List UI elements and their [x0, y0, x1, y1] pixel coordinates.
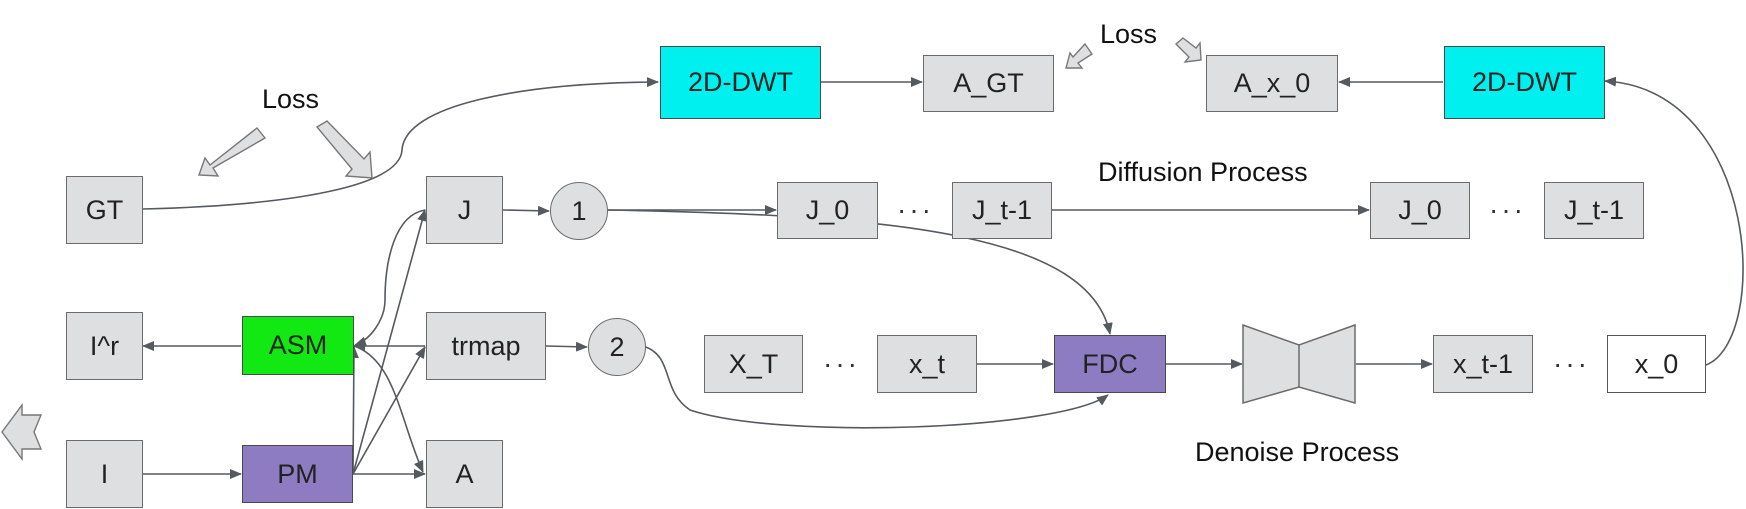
edge-trmap-to-c2 — [545, 341, 588, 352]
denoise-process-label: Denoise Process — [1195, 437, 1400, 467]
edge-c2-to-fdc — [642, 345, 1109, 429]
trmap-box: trmap — [426, 312, 546, 380]
jt1-box-2: J_t-1 — [1544, 182, 1644, 239]
ellipsis-2: ··· — [1489, 194, 1526, 225]
a-x0-box: A_x_0 — [1206, 55, 1338, 112]
dwt-right-box: 2D-DWT — [1444, 46, 1605, 119]
x-0-box: x_0 — [1607, 335, 1706, 393]
a-gt-box: A_GT — [923, 55, 1054, 112]
loss-label-top: Loss — [1100, 19, 1158, 49]
edge-asm-to-a — [353, 345, 424, 473]
pm-box: PM — [242, 445, 353, 503]
return-arrow-icon — [1, 402, 43, 462]
i-box: I — [66, 440, 143, 508]
a-box: A — [426, 440, 503, 508]
fdc-box: FDC — [1054, 335, 1166, 393]
gt-box: GT — [66, 176, 143, 244]
j0-box-2: J_0 — [1370, 182, 1470, 239]
edge-pm-to-trmap — [352, 346, 426, 475]
ellipsis-1: ··· — [897, 194, 934, 225]
j-box: J — [426, 176, 503, 244]
edge-pm-to-j — [352, 209, 427, 475]
asm-box: ASM — [242, 316, 354, 375]
loss-label-left: Loss — [262, 84, 320, 114]
dwt-left-box: 2D-DWT — [660, 46, 821, 119]
node-circle-1: 1 — [550, 182, 608, 240]
ellipsis-3: ··· — [823, 348, 860, 379]
loss-arrow-icon — [1174, 37, 1202, 63]
x-t-box: x_t — [877, 335, 977, 393]
node-circle-2: 2 — [588, 318, 646, 376]
edge-x0-to-dwt — [1604, 76, 1744, 366]
ir-box: I^r — [66, 312, 143, 380]
loss-arrow-icon — [315, 120, 373, 179]
ellipsis-4: ··· — [1553, 348, 1590, 379]
x-T-box: X_T — [704, 335, 803, 393]
x-t-1-box: x_t-1 — [1433, 335, 1533, 393]
loss-arrow-icon — [1065, 42, 1093, 69]
edge-j-to-c1 — [502, 205, 550, 216]
edge-j-to-asm — [354, 209, 426, 347]
diffusion-process-label: Diffusion Process — [1098, 157, 1308, 187]
loss-arrow-icon — [198, 127, 267, 177]
edge-gt-to-dwt — [142, 77, 659, 210]
jt1-box-1: J_t-1 — [952, 182, 1052, 239]
j0-box-1: J_0 — [777, 182, 878, 239]
